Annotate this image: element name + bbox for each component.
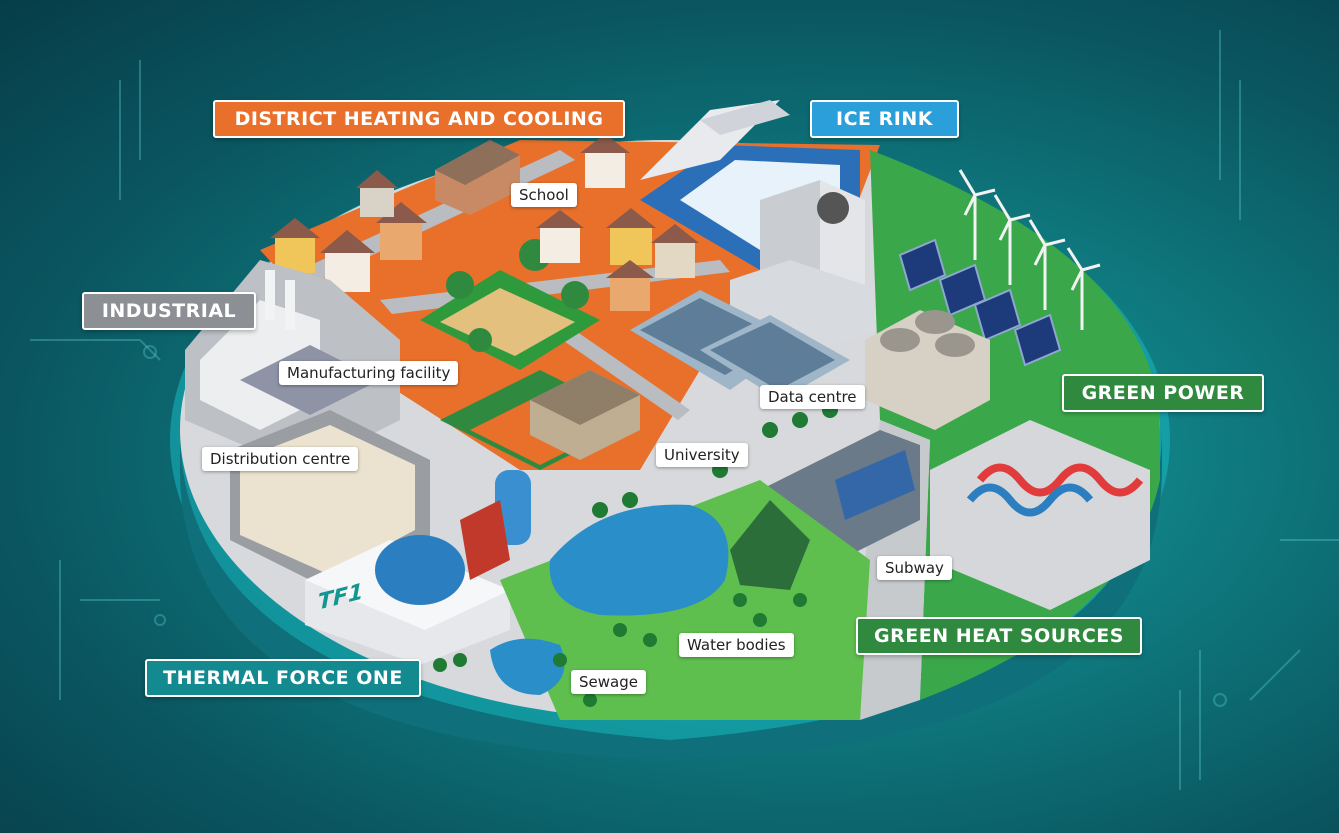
cooling-units xyxy=(865,310,990,430)
industrial-banner: INDUSTRIAL xyxy=(82,292,256,330)
circuit-lines xyxy=(30,30,1339,790)
ice-rink-banner: ICE RINK xyxy=(810,100,959,138)
university-building xyxy=(440,370,640,470)
district-heating-banner: DISTRICT HEATING AND COOLING xyxy=(213,100,625,138)
park xyxy=(420,239,600,370)
school-label: School xyxy=(511,183,577,207)
school-building xyxy=(435,140,520,215)
thermal-force-one-banner: THERMAL FORCE ONE xyxy=(145,659,421,697)
solar-panels xyxy=(898,238,1062,367)
distribution-centre-label: Distribution centre xyxy=(202,447,359,471)
subway-label: Subway xyxy=(877,556,952,580)
manufacturing-facility-label: Manufacturing facility xyxy=(279,361,459,385)
green-heat-sources-banner: GREEN HEAT SOURCES xyxy=(856,617,1142,655)
data-centre-building xyxy=(630,290,850,400)
houses xyxy=(270,134,699,311)
university-label: University xyxy=(656,443,748,467)
water-bodies-label: Water bodies xyxy=(679,633,794,657)
wind-turbines xyxy=(958,169,1101,330)
data-centre-label: Data centre xyxy=(760,385,865,409)
green-power-banner: GREEN POWER xyxy=(1062,374,1264,412)
sewage-label: Sewage xyxy=(571,670,646,694)
water-bodies-area xyxy=(433,402,870,720)
thermal-force-one-unit xyxy=(305,470,531,665)
